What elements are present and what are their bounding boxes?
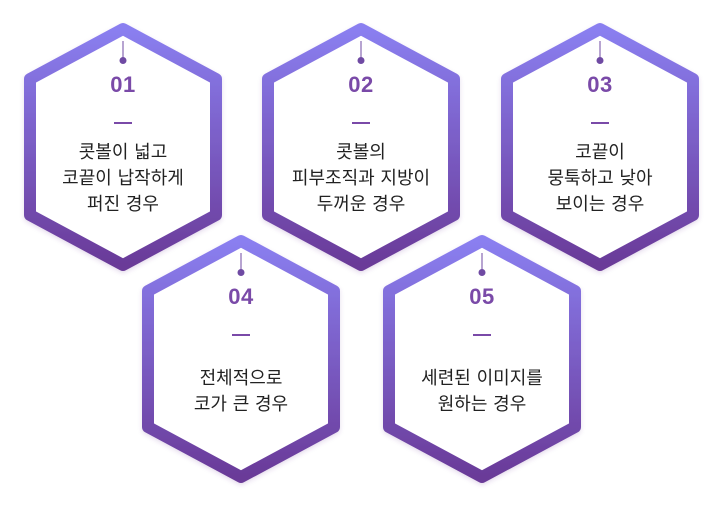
description-line: 콧볼이 넓고 bbox=[78, 142, 168, 163]
hexagon-01 bbox=[24, 23, 222, 271]
item-number: 03 bbox=[587, 72, 613, 97]
pin-marker bbox=[478, 253, 486, 276]
hexagon-05 bbox=[383, 235, 581, 483]
divider-dash bbox=[232, 334, 250, 336]
hexagon-04 bbox=[142, 235, 340, 483]
item-number: 04 bbox=[228, 284, 254, 309]
description-line: 뭉툭하고 낮아 bbox=[547, 168, 653, 189]
description-line: 전체적으로 bbox=[199, 368, 283, 389]
divider-dash bbox=[591, 122, 609, 124]
divider-dash bbox=[473, 334, 491, 336]
description-line: 보이는 경우 bbox=[555, 194, 645, 215]
description-line: 피부조직과 지방이 bbox=[291, 168, 431, 189]
item-number: 01 bbox=[110, 72, 136, 97]
hexagon-02 bbox=[262, 23, 460, 271]
description-line: 코가 큰 경우 bbox=[193, 394, 289, 415]
item-number: 05 bbox=[469, 284, 495, 309]
item-description: 콧볼이 넓고 코끝이 납작하게 퍼진 경우 bbox=[23, 140, 223, 218]
pin-marker bbox=[119, 41, 127, 64]
item-description: 콧볼의 피부조직과 지방이 두꺼운 경우 bbox=[261, 140, 461, 218]
item-description: 세련된 이미지를 원하는 경우 bbox=[382, 366, 582, 418]
pin-marker bbox=[237, 253, 245, 276]
item-description: 코끝이 뭉툭하고 낮아 보이는 경우 bbox=[500, 140, 700, 218]
description-line: 원하는 경우 bbox=[437, 394, 527, 415]
description-line: 코끝이 납작하게 bbox=[62, 168, 184, 189]
item-number: 02 bbox=[348, 72, 374, 97]
description-line: 퍼진 경우 bbox=[87, 194, 159, 215]
divider-dash bbox=[114, 122, 132, 124]
description-line: 세련된 이미지를 bbox=[421, 368, 543, 389]
divider-dash bbox=[352, 122, 370, 124]
description-line: 두꺼운 경우 bbox=[316, 194, 406, 215]
description-line: 코끝이 bbox=[575, 142, 625, 163]
hexagon-03 bbox=[501, 23, 699, 271]
pin-marker bbox=[357, 41, 365, 64]
pin-marker bbox=[596, 41, 604, 64]
description-line: 콧볼의 bbox=[336, 142, 386, 163]
item-description: 전체적으로 코가 큰 경우 bbox=[141, 366, 341, 418]
